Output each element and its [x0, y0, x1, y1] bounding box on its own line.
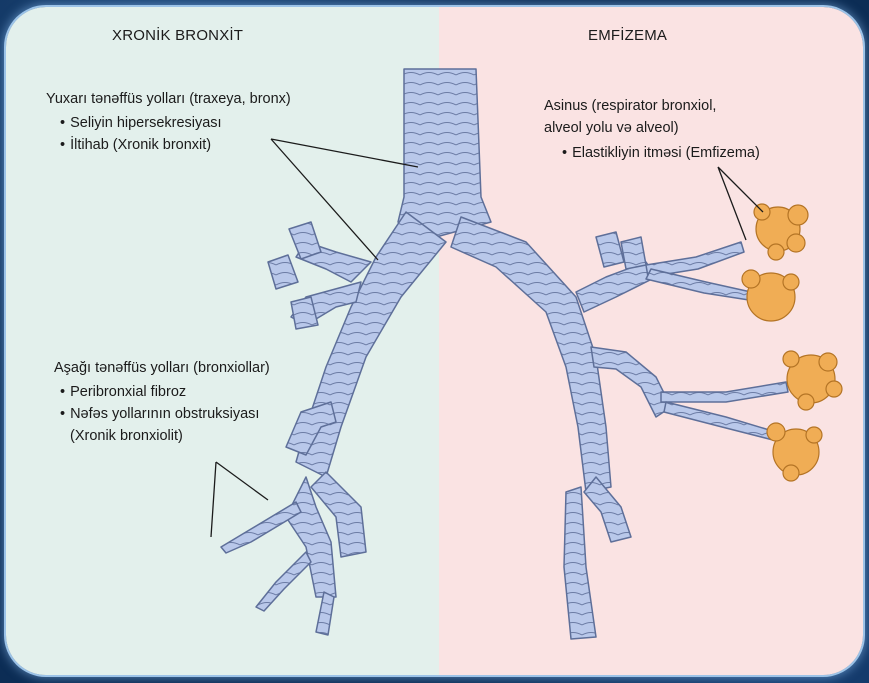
diagram-card: XRONİK BRONXİT EMFİZEMA Yuxarı tənəffüs … [6, 7, 863, 675]
upper-airways-bullet-2: İltihab (Xronik bronxit) [60, 136, 211, 154]
left-twig-2 [256, 552, 311, 611]
right-main-bronchus [451, 217, 611, 492]
left-twig-1 [221, 502, 301, 553]
acinus-heading-line1: Asinus (respirator bronxiol, [544, 97, 716, 115]
right-stub-2 [621, 237, 646, 269]
right-lower-branch-2 [564, 487, 596, 639]
right-twig-4 [664, 402, 776, 440]
left-panel-title: XRONİK BRONXİT [112, 27, 243, 45]
left-twig-3 [316, 592, 334, 635]
acinus-heading-line2: alveol yolu və alveol) [544, 119, 679, 137]
lower-airways-note: (Xronik bronxiolit) [70, 427, 183, 445]
upper-airways-bullet-1: Seliyin hipersekresiyası [60, 114, 222, 132]
lower-airways-heading: Aşağı tənəffüs yolları (bronxiollar) [54, 359, 270, 377]
alveolus-cluster-3 [783, 351, 842, 410]
right-panel-title: EMFİZEMA [588, 27, 667, 45]
alveolus-cluster-4 [767, 423, 822, 481]
alveolus-cluster-2 [742, 270, 799, 321]
lower-airways-bullet-2: Nəfəs yollarının obstruksiyası [60, 405, 259, 423]
acinus-bullet-1: Elastikliyin itməsi (Emfizema) [562, 144, 760, 162]
alveolus-cluster-1 [754, 204, 808, 260]
right-twig-2 [646, 269, 751, 300]
lower-airways-bullet-1: Peribronxial fibroz [60, 383, 186, 401]
right-upper-branch [576, 262, 656, 312]
left-stub-2 [268, 255, 298, 289]
alveoli-clusters [742, 204, 842, 481]
right-twig-3 [661, 382, 788, 402]
pointer-lines [211, 139, 763, 537]
right-stub-1 [596, 232, 624, 267]
upper-airways-heading: Yuxarı tənəffüs yolları (traxeya, bronx) [46, 90, 291, 108]
left-stub-1 [289, 222, 321, 259]
trachea [398, 69, 491, 237]
